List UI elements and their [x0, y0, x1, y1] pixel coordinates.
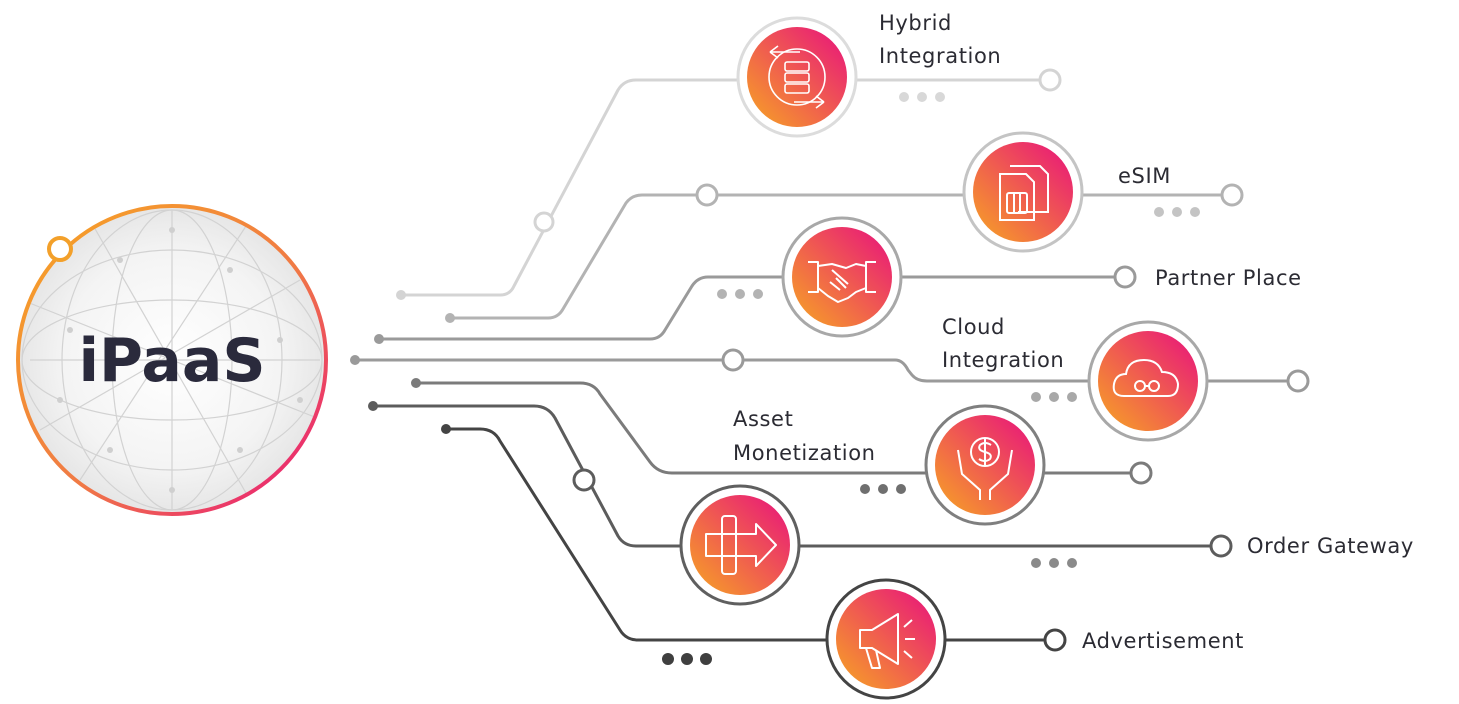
- dots-order-icon: [1031, 558, 1077, 568]
- connector-end-order: [1209, 534, 1233, 558]
- node-advert[interactable]: [825, 578, 947, 700]
- ellipsis-dots: [662, 92, 1200, 665]
- label-order: Order Gateway: [1247, 534, 1414, 558]
- label-cloud: Cloud Integration: [942, 315, 1064, 372]
- connector-end-advert: [1043, 628, 1067, 652]
- connector-start-hybrid: [396, 290, 406, 300]
- connector-partner: [377, 275, 1127, 341]
- connector-start-advert: [441, 424, 451, 434]
- globe-network-icon: [21, 209, 323, 511]
- server-cloud-sync-icon: [768, 45, 826, 109]
- connector-end-hybrid: [1038, 68, 1062, 92]
- node-order[interactable]: [679, 484, 801, 606]
- megaphone-icon: [859, 613, 915, 669]
- svg-text:Integration: Integration: [879, 44, 1001, 68]
- connector-start-cloud: [350, 355, 360, 365]
- connector-end-asset: [1129, 461, 1153, 485]
- handshake-icon: [808, 261, 876, 303]
- dots-partner-icon: [717, 289, 763, 299]
- svg-text:Monetization: Monetization: [733, 441, 876, 465]
- connector-end-partner: [1113, 265, 1137, 289]
- gateway-arrow-icon: [705, 515, 777, 575]
- cloud-link-icon: [1112, 358, 1180, 397]
- hub-ring: [16, 204, 328, 516]
- svg-text:Hybrid: Hybrid: [879, 11, 952, 35]
- connector-cloud: [353, 358, 1300, 383]
- hands-dollar-icon: [957, 437, 1013, 500]
- connector-node-esim: [695, 183, 719, 207]
- svg-text:Integration: Integration: [942, 348, 1064, 372]
- connector-end-cloud: [1286, 369, 1310, 393]
- connector-end-esim: [1220, 183, 1244, 207]
- connector-node-hybrid: [533, 211, 555, 233]
- label-asset: Asset Monetization: [733, 407, 876, 465]
- label-hybrid: Hybrid Integration: [879, 11, 1001, 68]
- node-esim[interactable]: [962, 131, 1084, 253]
- svg-text:Asset: Asset: [733, 407, 793, 431]
- connector-hybrid: [399, 78, 1052, 297]
- node-partner[interactable]: [781, 216, 903, 338]
- connector-esim: [448, 193, 1234, 320]
- connector-advert: [444, 427, 1057, 642]
- node-asset[interactable]: [924, 404, 1046, 526]
- connector-node-order: [572, 468, 596, 492]
- connector-asset: [414, 381, 1143, 475]
- svg-text:Cloud: Cloud: [942, 315, 1005, 339]
- connector-start-order: [368, 401, 378, 411]
- node-cloud[interactable]: [1087, 320, 1209, 442]
- label-advert: Advertisement: [1082, 629, 1244, 653]
- dots-hybrid-icon: [899, 92, 945, 102]
- node-hybrid[interactable]: [736, 16, 858, 138]
- dots-esim-icon: [1154, 207, 1200, 217]
- hub-title: iPaaS: [78, 326, 265, 396]
- dots-advert-icon: [662, 653, 712, 665]
- dots-asset-icon: [860, 484, 906, 494]
- connector-start-esim: [445, 313, 455, 323]
- connector-lines: [350, 68, 1310, 652]
- dots-cloud-icon: [1031, 392, 1077, 402]
- label-esim: eSIM: [1118, 164, 1171, 188]
- label-partner: Partner Place: [1155, 266, 1302, 290]
- connector-start-partner: [374, 334, 384, 344]
- ipaas-hub[interactable]: iPaaS: [16, 204, 328, 516]
- connector-node-cloud: [721, 348, 745, 372]
- connector-start-asset: [411, 378, 421, 388]
- sim-card-icon: [999, 165, 1049, 221]
- hub-ring-knob: [47, 236, 73, 262]
